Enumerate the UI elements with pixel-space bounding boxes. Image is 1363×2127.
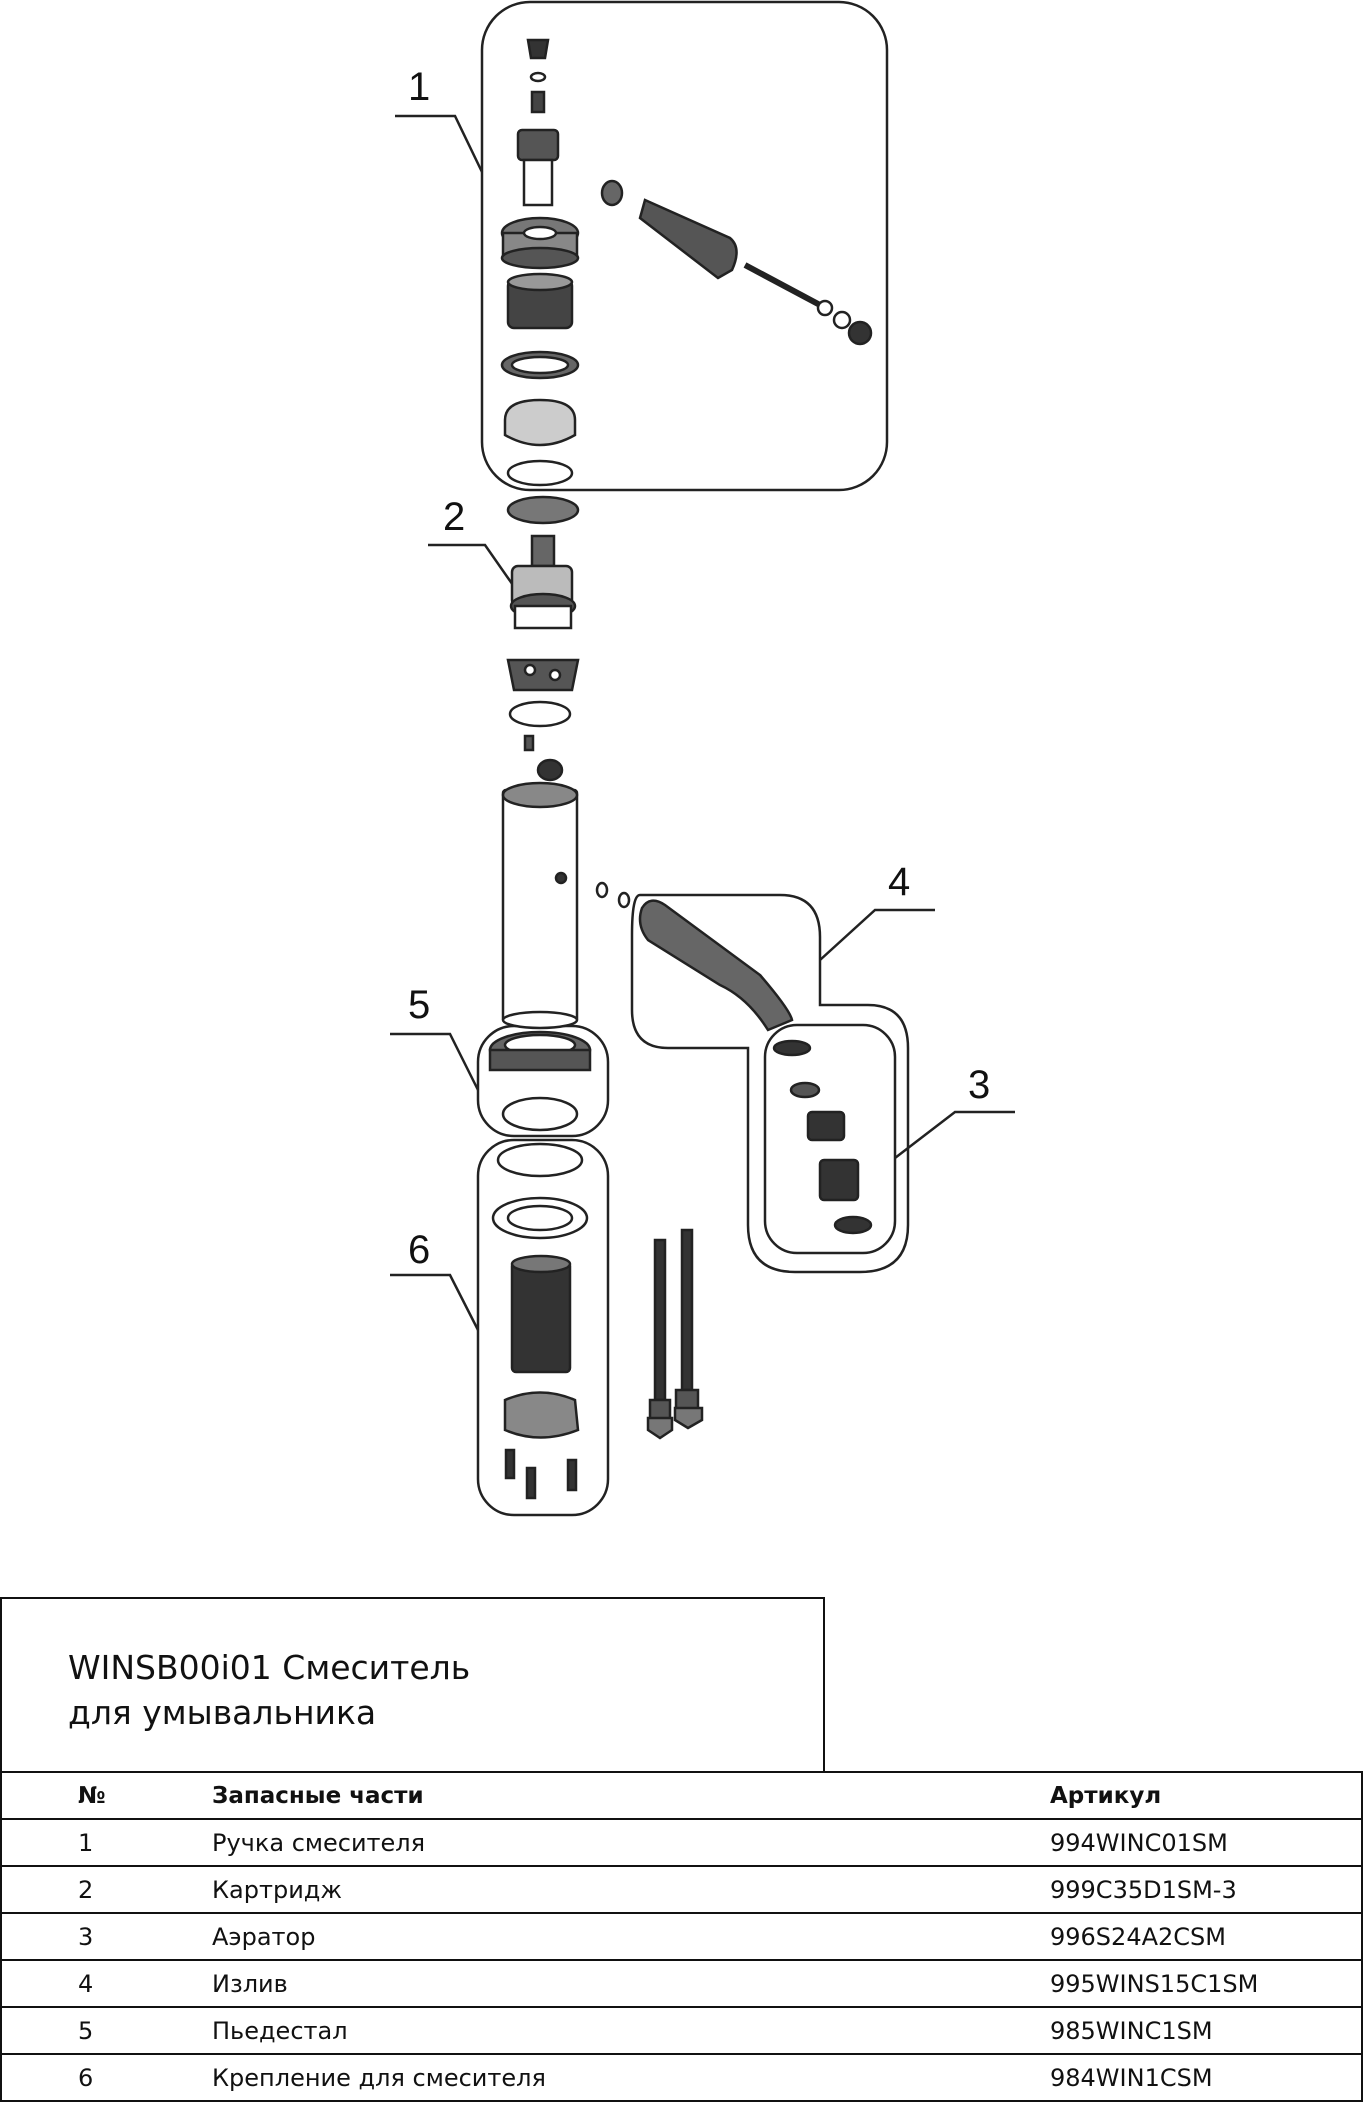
table-row: 3 Аэратор 996S24A2CSM <box>1 1912 1362 1961</box>
callout-2: 2 <box>443 495 465 539</box>
row-part-name: Аэратор <box>212 1912 1050 1961</box>
header-article: Артикул <box>1050 1771 1362 1820</box>
row-number: 6 <box>1 2053 212 2102</box>
group-frame-3 <box>763 1023 897 1255</box>
leader-line-3 <box>894 1110 1015 1159</box>
title-line-2: для умывальника <box>68 1693 377 1732</box>
header-part-name: Запасные части <box>212 1771 1050 1820</box>
callout-3: 3 <box>968 1063 990 1107</box>
callout-6: 6 <box>408 1228 430 1272</box>
lever-parts <box>600 179 873 346</box>
row-number: 3 <box>1 1912 212 1961</box>
spare-parts-table: № Запасные части Артикул 1 Ручка смесите… <box>0 1771 1363 2102</box>
leader-line-5 <box>390 1032 480 1091</box>
row-part-name: Ручка смесителя <box>212 1818 1050 1867</box>
leader-line-2 <box>428 543 517 589</box>
row-number: 2 <box>1 1865 212 1914</box>
leader-line-6 <box>390 1273 480 1331</box>
row-article: 985WINC1SM <box>1050 2006 1362 2055</box>
leader-line-4 <box>819 908 935 961</box>
table-row: 1 Ручка смесителя 994WINC01SM <box>1 1818 1362 1867</box>
row-number: 1 <box>1 1818 212 1867</box>
table-row: 5 Пьедестал 985WINC1SM <box>1 2006 1362 2055</box>
row-part-name: Крепление для смесителя <box>212 2053 1050 2102</box>
row-number: 4 <box>1 1959 212 2008</box>
callout-5: 5 <box>408 983 430 1027</box>
row-article: 984WIN1CSM <box>1050 2053 1362 2102</box>
leader-line-1 <box>395 114 484 173</box>
exploded-parts-diagram: 1 2 3 4 5 6 <box>390 0 1015 1517</box>
supply-hoses <box>646 1228 704 1440</box>
row-part-name: Пьедестал <box>212 2006 1050 2055</box>
table-row: 2 Картридж 999C35D1SM-3 <box>1 1865 1362 1914</box>
mounting-parts <box>491 1142 589 1500</box>
callout-4: 4 <box>888 860 910 904</box>
callout-1: 1 <box>408 65 430 109</box>
title-line-1: WINSB00i01 Смеситель <box>68 1648 471 1687</box>
aerator-parts <box>772 1039 873 1235</box>
row-number: 5 <box>1 2006 212 2055</box>
spout <box>638 899 794 1032</box>
row-article: 995WINS15C1SM <box>1050 1959 1362 2008</box>
pedestal-parts <box>488 1030 592 1132</box>
cartridge-parts <box>506 495 580 782</box>
row-article: 999C35D1SM-3 <box>1050 1865 1362 1914</box>
group-frame-1 <box>480 0 889 492</box>
table-row: 6 Крепление для смесителя 984WIN1CSM <box>1 2053 1362 2102</box>
row-article: 996S24A2CSM <box>1050 1912 1362 1961</box>
row-article: 994WINC01SM <box>1050 1818 1362 1867</box>
group-frame-4 <box>630 893 910 1274</box>
product-title: WINSB00i01 Смеситель для умывальника <box>68 1645 470 1735</box>
handle-parts <box>500 38 580 487</box>
body-tube <box>501 781 631 1030</box>
table-header-row: № Запасные части Артикул <box>1 1771 1362 1820</box>
title-box: WINSB00i01 Смеситель для умывальника <box>0 1597 825 1772</box>
header-number: № <box>1 1771 212 1820</box>
table-row: 4 Излив 995WINS15C1SM <box>1 1959 1362 2008</box>
row-part-name: Излив <box>212 1959 1050 2008</box>
row-part-name: Картридж <box>212 1865 1050 1914</box>
